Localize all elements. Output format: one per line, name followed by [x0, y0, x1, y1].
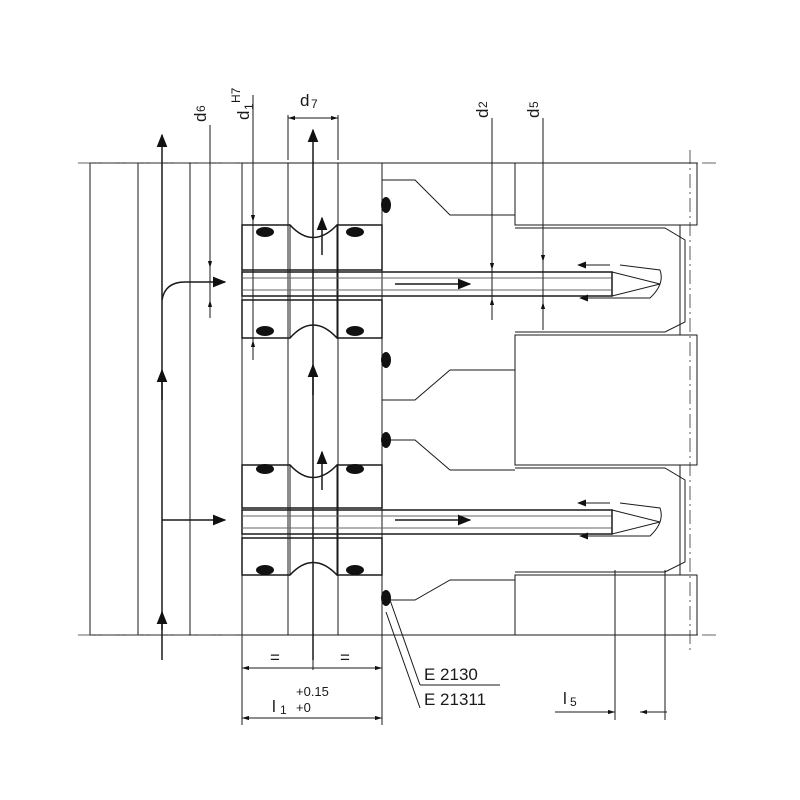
equal-mark-left: = [270, 648, 280, 667]
flow-arrows [156, 128, 662, 660]
dimension-label-d1: d 1 H7 [229, 87, 256, 120]
equal-mark-right: = [340, 648, 350, 667]
l1-tolerance-upper: +0.15 [296, 684, 329, 699]
o-ring-icon [381, 590, 391, 606]
part-number-e2130: E 2130 [424, 665, 478, 684]
d6-letter: d [191, 113, 210, 122]
top-connector-block [241, 223, 383, 340]
o-ring-icon [256, 227, 274, 237]
l1-tolerance-lower: +0 [296, 700, 311, 715]
d2-subscript: 2 [476, 101, 490, 108]
upper-cooling-tube [241, 271, 661, 297]
right-insert-body [381, 150, 698, 650]
o-ring-icon [256, 565, 274, 575]
l1-letter: l [272, 697, 276, 716]
d7-letter: d [300, 91, 309, 110]
o-ring-icon [381, 352, 391, 368]
o-ring-icon [256, 326, 274, 336]
d1-subscript: 1 [242, 103, 256, 110]
dimension-label-d7: d 7 [300, 91, 318, 111]
o-ring-icon [346, 326, 364, 336]
o-ring-icon [256, 464, 274, 474]
dimension-label-d6: d 6 [191, 105, 210, 122]
dimension-lines [207, 95, 667, 725]
bottom-connector-block [241, 463, 383, 577]
d5-letter: d [524, 109, 543, 118]
o-ring-icon [346, 464, 364, 474]
dimension-label-l1: l 1 +0.15 +0 [272, 684, 329, 717]
d1-letter: d [234, 111, 253, 120]
lower-cooling-tube [241, 509, 661, 535]
o-ring-icon [381, 432, 391, 448]
l5-letter: l [563, 689, 567, 708]
o-ring-icon [346, 227, 364, 237]
dimension-label-l5: l 5 [563, 689, 577, 709]
part-number-e21311: E 21311 [424, 690, 486, 709]
d6-subscript: 6 [194, 105, 208, 112]
left-mold-plate [78, 162, 720, 636]
d2-letter: d [473, 109, 492, 118]
l1-subscript: 1 [280, 703, 287, 717]
d7-subscript: 7 [311, 97, 318, 111]
dimension-label-d5: d 5 [524, 101, 543, 118]
insert-face-o-rings [381, 197, 391, 606]
o-ring-icon [346, 565, 364, 575]
d5-subscript: 5 [527, 101, 541, 108]
o-ring-icon [381, 197, 391, 213]
dimension-label-d2: d 2 [473, 101, 492, 118]
d1-tolerance-class: H7 [229, 87, 243, 103]
l5-subscript: 5 [570, 695, 577, 709]
